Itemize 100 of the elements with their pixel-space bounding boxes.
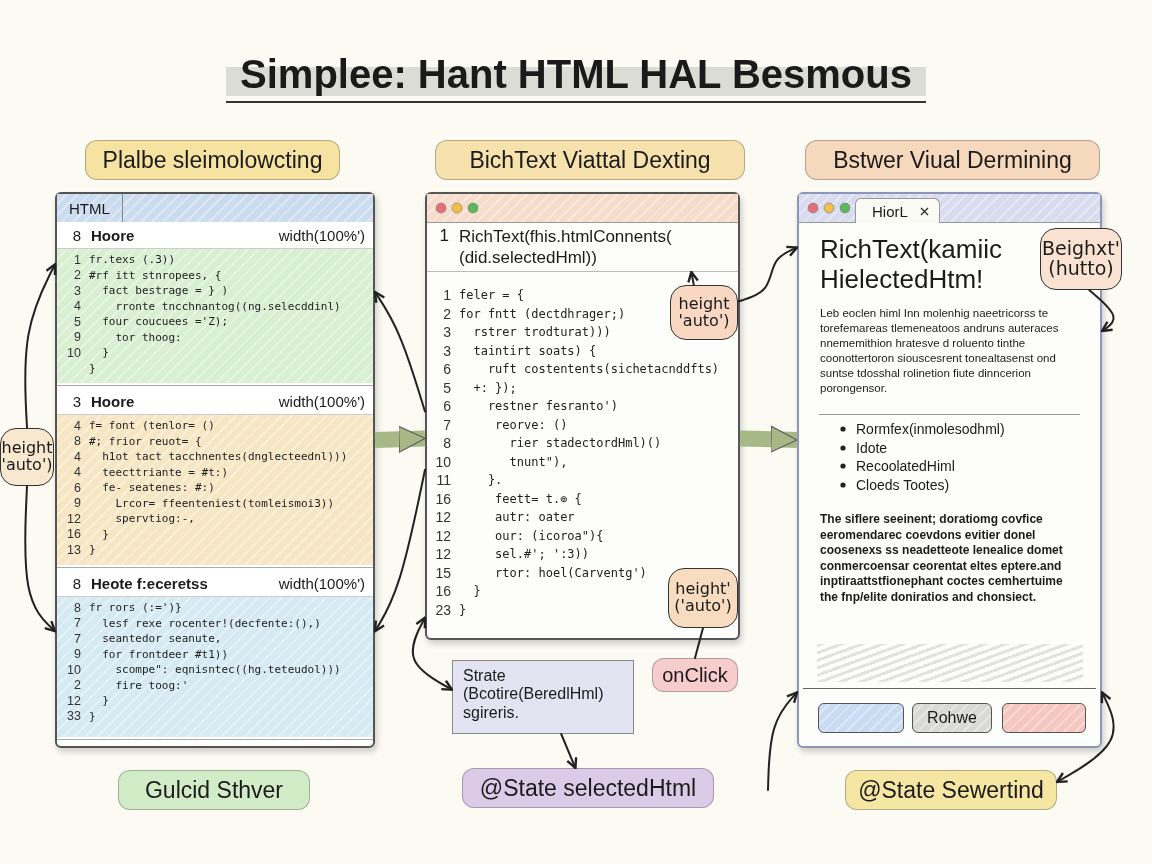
line-number: 12 [434,527,451,544]
line-number: 2 [73,268,81,283]
line-number: 3 [73,283,81,298]
line-number: 8 [73,434,81,449]
code-line: feett= t.⊚ { [494,491,582,506]
code-line: rstrer trodturat))) [472,325,611,340]
line-number: 10 [434,453,451,470]
line-number: 8 [71,574,81,592]
code-line: teecttriante = #t:) [101,465,229,479]
code-line: } [472,584,481,599]
code-line: } [101,346,109,360]
arrow [373,290,426,413]
state-box: Strate (Bcotire(BeredlHml) sgireris. [452,660,634,734]
arrow [687,270,700,286]
code-line: RichText(fhis.htmlConnents( (did.selectedHml)) [459,225,673,268]
double-headed-arrow [1055,691,1115,784]
code-section [57,388,373,568]
callout-bubble: height 'auto') [0,428,54,486]
code-line: } [89,709,96,723]
callout-bubble: Beighxt' (hutto) [1040,228,1122,290]
code-text: width(100%') [278,226,365,244]
line-number: 9 [73,496,81,511]
line-number: 16 [434,490,451,507]
line-number: 5 [73,314,81,329]
code-text: width(100%') [278,574,365,592]
line-number: 7 [442,416,451,433]
code-line: } [101,527,109,541]
event-label: onClick [652,658,738,692]
line-number: 8 [442,435,451,452]
line-number: 9 [73,647,81,662]
line-number: 12 [66,511,81,526]
code-section [57,222,373,386]
line-number: 12 [66,693,81,708]
line-number: 9 [73,330,81,345]
line-number: 23 [434,601,451,618]
heading-label: BichText Viattal Dexting [435,140,745,180]
paragraph: The siflere seeinent; doratiomg covfice eeromendarec coevdons evitier donel coosenexs ss neadetteote lenealice domet conmercoensar ceorentat eltes eptere.and inptiraattstfionephant coctes cemhertuime the fnp/elite doniratios and chonsiect. [820,512,1064,605]
line-number: 12 [434,509,451,526]
line-number: 8 [71,226,81,244]
code-line: lesf rexe rocenter!(decfente:(),) [101,616,321,630]
line-number: 5 [442,379,451,396]
button: Rohwe [912,703,992,733]
arrow [24,485,57,633]
line-number: 7 [73,616,81,631]
code-line: fire toog:' [114,678,189,692]
code-line: feler = { [459,288,525,303]
code-line: rronte tncchnantog((ng.selecddinl) [114,299,341,313]
code-line: our: (icoroa"){ [494,528,604,543]
code-line: } [89,543,96,557]
code-line: for frontdeer #t1)) [101,647,229,661]
line-number: 11 [435,472,451,489]
line-number: 12 [434,546,451,563]
line-number: 4 [73,465,81,480]
callout-bubble: height' ('auto') [668,568,738,628]
arrow [373,468,426,633]
section-title: Hoore [91,392,135,410]
button [1002,703,1086,733]
code-line: restner fesranto') [486,399,618,414]
code-line: reorve: () [494,417,568,432]
line-number: 4 [73,418,81,433]
code-line: spervtiog:-, [114,512,195,526]
line-number: 16 [434,583,451,600]
arrow [1088,289,1115,333]
code-line: } [101,694,109,708]
arrow [767,691,799,791]
code-line: for fntt (dectdhrager;) [459,306,626,321]
code-line: f= font (tenlor= () [89,419,215,433]
line-number: 3 [71,392,81,410]
section-title: Hoore [91,226,135,244]
state-label: @State Sewertind [845,770,1057,810]
heading-label: Plalbe sleimolowcting [85,140,340,180]
line-number: 8 [73,600,81,615]
line-number: 1 [73,252,81,267]
line-number: 6 [442,361,451,378]
line-number: 15 [434,564,451,581]
arrow [24,263,57,429]
line-number: 3 [442,324,451,341]
code-line: ruft costentents(sichetacnddfts) [486,362,720,377]
section-title: Heote f:eceretss [91,574,208,592]
code-line: sel.#'; ':3)) [494,547,590,562]
arrow [737,245,799,303]
code-text: width(100%') [278,392,365,410]
code-line: four coucuees ='Z); [101,315,229,329]
double-headed-arrow [411,616,454,691]
block-arrow [739,425,798,453]
line-number: 6 [442,398,451,415]
tab: HiorL [855,198,940,223]
code-line: fr.texs (.3)) [89,253,176,267]
list-item: Idote [856,439,888,456]
code-line: } [459,602,467,617]
state-label: Gulcid Sthver [118,770,310,810]
code-line: rtor: hoel(Carventg') [494,565,647,580]
line-number: 4 [73,449,81,464]
line-number: 1 [442,287,451,304]
callout-bubble: height 'auto') [670,285,738,340]
line-number: 6 [73,480,81,495]
code-line: taintirt soats) { [472,343,597,358]
state-label: @State selectedHtml [462,768,714,808]
line-number: 4 [73,299,81,314]
line-number: 2 [73,678,81,693]
